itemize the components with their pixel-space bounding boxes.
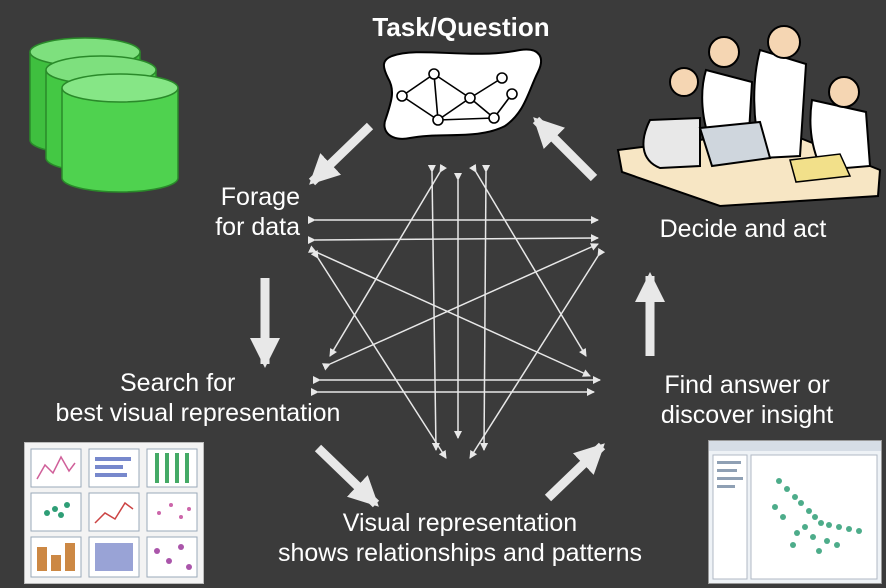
forage-label-line2: for data <box>215 213 300 241</box>
find-label: Find answer or discover insight <box>632 370 862 430</box>
database-icon <box>29 37 179 193</box>
task-question-title: Task/Question <box>372 12 550 42</box>
visual-label-line1: Visual representation <box>342 509 578 537</box>
arrow-decide-to-task <box>532 116 598 182</box>
find-label-line1: Find answer or <box>664 371 830 399</box>
arrow-visual-to-find <box>544 442 606 502</box>
search-label: Search for best visual representation <box>8 368 388 428</box>
people-meeting-clipart <box>616 25 882 208</box>
search-label-line1: Search for <box>120 369 236 397</box>
scatterplot-screenshot <box>708 440 882 584</box>
connection-web <box>307 163 606 459</box>
cycle-arrows <box>250 116 665 508</box>
search-label-line2: best visual representation <box>55 399 341 427</box>
graph-network-icon <box>382 48 542 140</box>
arrow-task-to-forage <box>308 122 374 186</box>
arrow-search-to-visual <box>314 444 380 508</box>
find-label-line2: discover insight <box>660 401 834 429</box>
forage-label-line1: Forage <box>220 183 300 211</box>
visual-label-line2: shows relationships and patterns <box>277 539 643 567</box>
decide-label: Decide and act <box>659 215 827 243</box>
visualization-thumbnails <box>24 442 204 584</box>
forage-label: Forage for data <box>180 182 300 242</box>
visual-representation-label: Visual representation shows relationship… <box>220 508 700 568</box>
